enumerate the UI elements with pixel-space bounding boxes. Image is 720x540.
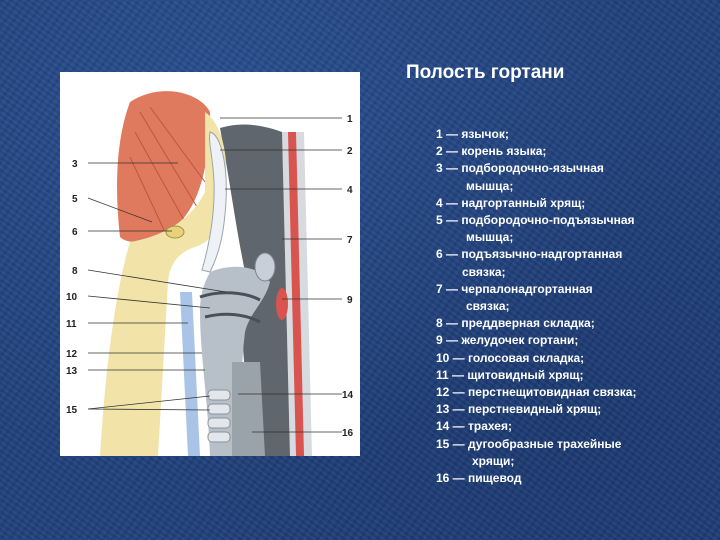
- legend-item-7: 7 — черпалонадгортанная связка;: [436, 281, 706, 315]
- vestibular-fold: [199, 291, 261, 302]
- legend-item-2: 2 — корень языка;: [436, 143, 706, 160]
- callout-11: 11: [66, 319, 77, 330]
- hyoid-bone: [165, 225, 185, 239]
- legend-item-13: 13 — перстневидный хрящ;: [436, 401, 706, 418]
- legend-item-text: 13 — перстневидный хрящ;: [436, 402, 602, 417]
- legend-item-text: 15 — дугообразные трахейные: [436, 436, 622, 451]
- legend-item-continuation: мышца;: [466, 230, 514, 245]
- legend-item-text: 1 — язычок;: [436, 127, 509, 141]
- legend-item-text: 10 — голосовая складка;: [436, 350, 585, 365]
- callout-14: 14: [342, 390, 354, 401]
- legend-item-text: 11 — щитовидный хрящ;: [436, 367, 584, 382]
- callout-13: 13: [66, 366, 78, 377]
- legend-item-3: 3 — подбородочно-язычная мышца;: [436, 160, 706, 194]
- legend-item-continuation: мышца;: [466, 178, 514, 193]
- callout-5: 5: [72, 194, 78, 205]
- legend-item-text: 3 — подбородочно-язычная: [436, 161, 604, 176]
- legend-item-10: 10 — голосовая складка;: [436, 350, 706, 367]
- genioglossus-muscle: [117, 91, 210, 242]
- callout-12: 12: [66, 349, 78, 360]
- trachea-lumen: [232, 362, 265, 456]
- esophagus-muscle-layer: [288, 132, 304, 456]
- callout-7: 7: [347, 235, 353, 246]
- callout-16: 16: [342, 428, 354, 439]
- legend-item-9: 9 — желудочек гортани;: [436, 332, 706, 349]
- vocal-fold: [204, 312, 261, 324]
- legend-item-continuation: связка;: [462, 264, 506, 279]
- legend-item-continuation: хрящи;: [472, 453, 515, 468]
- callout-9: 9: [347, 295, 353, 306]
- tracheal-rings: [207, 389, 231, 443]
- legend-item-text: 9 — желудочек гортани;: [436, 333, 579, 348]
- legend-item-text: 5 — подбородочно-подъязычная: [436, 213, 635, 228]
- callout-10: 10: [66, 292, 78, 303]
- arytenoid-region: [254, 252, 276, 282]
- callout-6: 6: [72, 227, 78, 238]
- callout-4: 4: [347, 185, 353, 196]
- legend-item-11: 11 — щитовидный хрящ;: [436, 367, 706, 384]
- muscle-fibers: [129, 106, 206, 233]
- legend-item-8: 8 — преддверная складка;: [436, 315, 706, 332]
- legend-item-text: 16 — пищевод: [436, 471, 522, 486]
- callout-8: 8: [72, 266, 78, 277]
- legend-item-14: 14 — трахея;: [436, 418, 706, 435]
- slide-title: Полость гортани: [406, 62, 565, 83]
- legend-item-text: 6 — подъязычно-надгортанная: [436, 247, 623, 262]
- epiglottis-cartilage: [201, 131, 227, 273]
- legend-item-4: 4 — надгортанный хрящ;: [436, 195, 706, 212]
- callout-2: 2: [347, 146, 353, 157]
- legend-item-text: 8 — преддверная складка;: [436, 316, 595, 331]
- legend-item-12: 12 — перстнещитовидная связка;: [436, 384, 706, 401]
- callout-15: 15: [66, 405, 78, 416]
- legend-item-text: 7 — черпалонадгортанная: [436, 281, 593, 296]
- legend-item-15: 15 — дугообразные трахейные хрящи;: [436, 436, 706, 470]
- callout-3: 3: [72, 159, 78, 170]
- callout-numbers: 1 2 3 4 5 6 7 8 9 10 11 12 13 14 15 16: [66, 114, 354, 439]
- legend-item-16: 16 — пищевод: [436, 470, 706, 487]
- anatomy-figure: 1 2 3 4 5 6 7 8 9 10 11 12 13 14 15 16: [60, 72, 360, 456]
- leader-lines: [87, 117, 342, 433]
- laryngeal-ventricle: [276, 288, 288, 320]
- legend-item-1: 1 — язычок;: [436, 126, 706, 143]
- legend-item-text: 4 — надгортанный хрящ;: [436, 195, 586, 210]
- legend-item-continuation: связка;: [466, 299, 510, 314]
- legend-item-text: 2 — корень языка;: [436, 144, 547, 159]
- callout-1: 1: [347, 114, 353, 125]
- legend-list: 1 — язычок; 2 — корень языка; 3 — подбор…: [436, 126, 706, 487]
- thyroid-cartilage: [180, 292, 200, 456]
- legend-item-6: 6 — подъязычно-надгортанная связка;: [436, 246, 706, 280]
- legend-item-text: 12 — перстнещитовидная связка;: [436, 385, 637, 400]
- legend-item-text: 14 — трахея;: [436, 419, 512, 434]
- larynx-section-illustration: 1 2 3 4 5 6 7 8 9 10 11 12 13 14 15 16: [66, 91, 354, 456]
- legend-item-5: 5 — подбородочно-подъязычная мышца;: [436, 212, 706, 246]
